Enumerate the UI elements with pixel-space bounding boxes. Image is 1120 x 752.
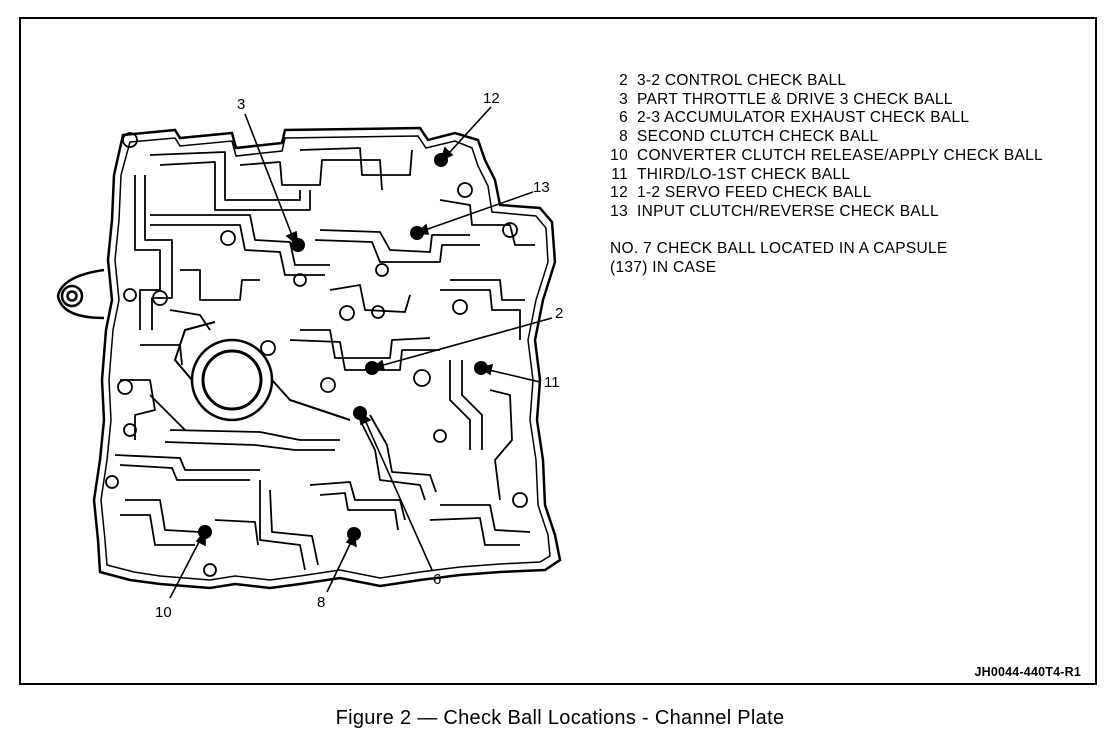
legend-item: 13 INPUT CLUTCH/REVERSE CHECK BALL (601, 203, 1043, 222)
callout-11: 11 (544, 374, 560, 391)
callout-12: 12 (483, 90, 500, 107)
legend-text: CONVERTER CLUTCH RELEASE/APPLY CHECK BAL… (637, 146, 1043, 164)
legend-number: 12 (610, 184, 628, 202)
legend-item: 6 2-3 ACCUMULATOR EXHAUST CHECK BALL (601, 109, 1043, 128)
legend-text: 3-2 CONTROL CHECK BALL (637, 72, 847, 89)
channel-plate-outline (56, 126, 562, 590)
port-holes (105, 132, 528, 577)
leader-lines (169, 106, 553, 599)
legend-text: SECOND CLUTCH CHECK BALL (637, 128, 879, 146)
reference-code: JH0044-440T4-R1 (974, 665, 1081, 679)
callout-6: 6 (433, 571, 441, 588)
legend-text: 2-3 ACCUMULATOR EXHAUST CHECK BALL (637, 109, 970, 127)
main-bore (173, 321, 351, 422)
legend-text: PART THROTTLE & DRIVE 3 CHECK BALL (637, 90, 953, 108)
note-line: (137) IN CASE (610, 258, 717, 276)
legend-item: 3 PART THROTTLE & DRIVE 3 CHECK BALL (601, 91, 1043, 110)
legend-number: 11 (611, 165, 628, 183)
figure-caption: Figure 2 — Check Ball Locations - Channe… (335, 707, 785, 729)
callout-labels: 3 12 13 2 11 6 8 10 (155, 90, 563, 621)
callout-10: 10 (155, 604, 172, 621)
legend-number: 13 (610, 202, 628, 220)
callout-2: 2 (555, 305, 563, 322)
legend-text: INPUT CLUTCH/REVERSE CHECK BALL (637, 202, 939, 220)
callout-13: 13 (533, 179, 550, 196)
fluid-channels (114, 147, 535, 571)
callout-3: 3 (237, 96, 245, 113)
legend-item: 12 1-2 SERVO FEED CHECK BALL (601, 184, 1043, 203)
legend-number: 2 (619, 72, 628, 89)
legend-number: 3 (619, 90, 628, 108)
legend-item: 2 3-2 CONTROL CHECK BALL (601, 72, 1043, 91)
legend-number: 6 (619, 109, 628, 127)
legend-item: 11 THIRD/LO-1ST CHECK BALL (601, 166, 1043, 185)
callout-8: 8 (317, 594, 325, 611)
legend-text: THIRD/LO-1ST CHECK BALL (637, 165, 851, 183)
capsule-note: NO. 7 CHECK BALL LOCATED IN A CAPSULE (1… (610, 240, 948, 277)
figure-frame (19, 17, 1097, 685)
legend-number: 8 (619, 128, 628, 146)
legend-item: 10 CONVERTER CLUTCH RELEASE/APPLY CHECK B… (601, 147, 1043, 166)
legend-text: 1-2 SERVO FEED CHECK BALL (637, 184, 872, 202)
check-ball-legend: 2 3-2 CONTROL CHECK BALL 3 PART THROTTLE &… (601, 72, 1043, 222)
legend-number: 10 (610, 146, 628, 164)
note-line: NO. 7 CHECK BALL LOCATED IN A CAPSULE (610, 240, 948, 257)
legend-item: 8 SECOND CLUTCH CHECK BALL (601, 128, 1043, 147)
